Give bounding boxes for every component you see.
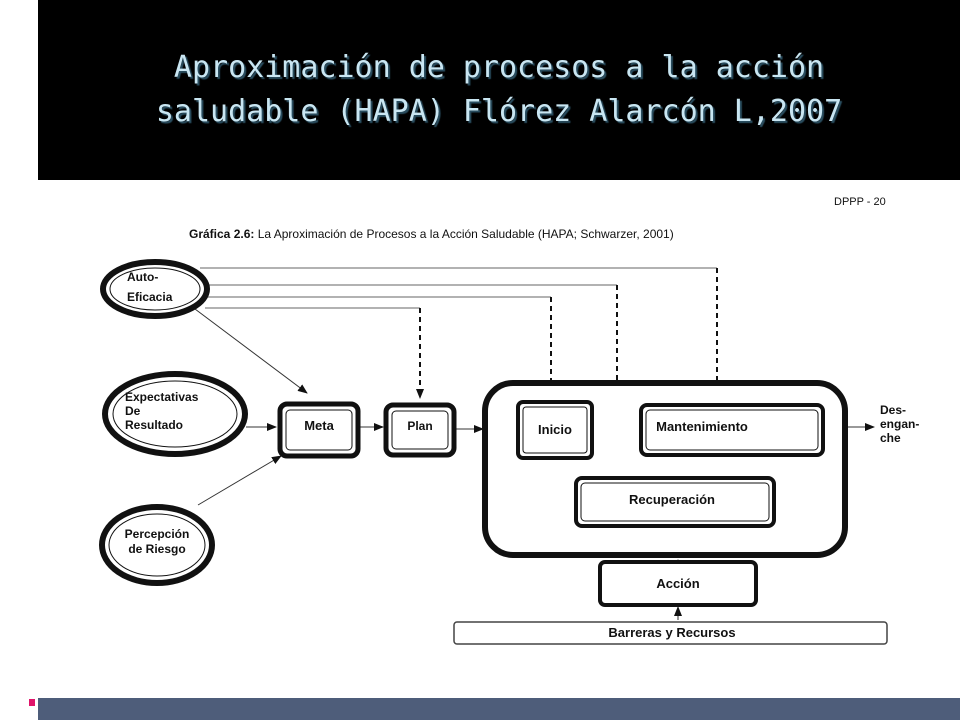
node-mantenimiento: Mantenimiento — [639, 403, 825, 457]
figure-caption: Gráfica 2.6: La Aproximación de Procesos… — [189, 227, 674, 241]
node-recuperacion: Recuperación — [574, 476, 776, 528]
label-de: De — [125, 404, 141, 418]
node-inicio: Inicio — [516, 400, 594, 460]
figure-caption-prefix: Gráfica 2.6: — [189, 227, 254, 241]
label-des: Des- — [880, 403, 906, 417]
figure-area: DPPP - 20 Gráfica 2.6: La Aproximación d… — [38, 180, 960, 695]
node-desenganche: Des- engan- che — [880, 403, 919, 445]
label-inicio: Inicio — [538, 422, 572, 437]
label-percepcion: Percepción — [125, 527, 190, 541]
label-accion: Acción — [656, 576, 699, 591]
node-expectativas: Expectativas De Resultado — [102, 371, 248, 457]
slide-title-line-2: saludable (HAPA) Flórez Alarcón L,2007 — [155, 94, 843, 129]
slide-title-line-1: Aproximación de procesos a la acción — [173, 50, 825, 85]
label-engan: engan- — [880, 417, 919, 431]
label-eficacia: Eficacia — [127, 290, 173, 304]
hapa-diagram: DPPP - 20 Gráfica 2.6: La Aproximación d… — [99, 196, 919, 645]
title-bar: Aproximación de procesos a la acción sal… — [38, 0, 960, 180]
label-resultado: Resultado — [125, 418, 183, 432]
footer-bullet — [29, 699, 35, 706]
label-che: che — [880, 431, 901, 445]
auto-eficacia-lines — [200, 267, 717, 309]
label-plan: Plan — [407, 419, 432, 433]
figure-caption-text: La Aproximación de Procesos a la Acción … — [254, 227, 673, 241]
label-barreras: Barreras y Recursos — [608, 625, 735, 640]
footer-bar — [38, 698, 960, 720]
label-expectativas: Expectativas — [125, 390, 199, 404]
label-riesgo: de Riesgo — [128, 542, 185, 556]
node-percepcion: Percepción de Riesgo — [99, 504, 215, 586]
page-reference: DPPP - 20 — [834, 196, 886, 208]
decorative-bars — [18, 20, 38, 168]
diagonal-arrows — [194, 308, 308, 506]
label-auto: Auto- — [127, 270, 158, 284]
node-plan: Plan — [383, 402, 457, 458]
label-recuperacion: Recuperación — [629, 492, 715, 507]
node-auto-eficacia: Auto- Eficacia — [100, 259, 210, 319]
node-meta: Meta — [277, 401, 361, 459]
node-accion: Acción — [598, 560, 758, 607]
label-mantenimiento: Mantenimiento — [656, 419, 748, 434]
node-barreras: Barreras y Recursos — [453, 621, 888, 645]
label-meta: Meta — [304, 418, 334, 433]
